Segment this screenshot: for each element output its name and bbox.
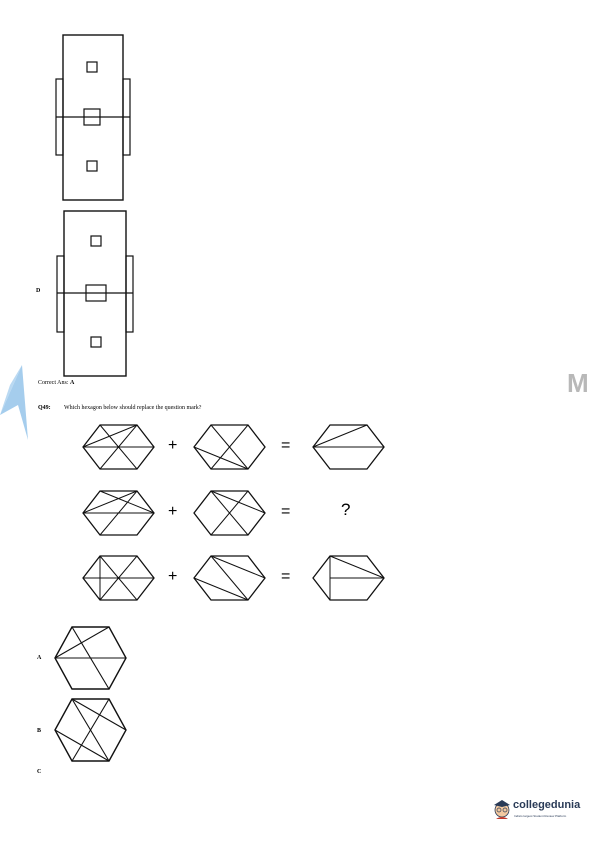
plus-sign-row2: + bbox=[168, 503, 178, 520]
watermark-letter: M bbox=[567, 368, 589, 398]
hexagon-option-b bbox=[54, 698, 127, 762]
equals-sign-row3: = bbox=[281, 568, 291, 585]
hexagon-row3-result bbox=[312, 555, 385, 601]
correct-answer: Correct Ans: A bbox=[38, 380, 74, 386]
plus-sign-row1: + bbox=[168, 437, 178, 454]
option-b-label: B bbox=[37, 728, 42, 734]
brand-name: collegedunia bbox=[513, 799, 581, 811]
figure-top-rectangles bbox=[55, 34, 131, 201]
hexagon-row2-first bbox=[82, 490, 155, 536]
plus-sign-row3: + bbox=[168, 568, 178, 585]
question-text: Which hexagon below should replace the q… bbox=[64, 405, 202, 411]
equals-sign-row1: = bbox=[281, 437, 291, 454]
hexagon-row1-second bbox=[193, 424, 266, 470]
hexagon-row3-second bbox=[193, 555, 266, 601]
option-a-label: A bbox=[37, 655, 42, 661]
hexagon-row2-second bbox=[193, 490, 266, 536]
figure-option-d bbox=[56, 210, 134, 377]
mascot-icon bbox=[494, 800, 510, 819]
collegedunia-logo: collegedunia India's largest Student Rev… bbox=[492, 797, 592, 827]
hexagon-row1-result bbox=[312, 424, 385, 470]
hexagon-row1-first bbox=[82, 424, 155, 470]
brand-tagline: India's largest Student Review Platform bbox=[514, 814, 567, 818]
option-c-label: C bbox=[37, 769, 42, 775]
hexagon-option-a bbox=[54, 626, 127, 690]
correct-answer-prefix: Correct Ans: bbox=[38, 380, 70, 386]
question-number: Q49: bbox=[38, 405, 51, 411]
correct-answer-value: A bbox=[70, 380, 75, 386]
watermark-arrow-shape bbox=[0, 365, 28, 440]
question-mark: ? bbox=[341, 500, 351, 519]
hexagon-row3-first bbox=[82, 555, 155, 601]
equals-sign-row2: = bbox=[281, 503, 291, 520]
option-d-label: D bbox=[36, 288, 41, 294]
